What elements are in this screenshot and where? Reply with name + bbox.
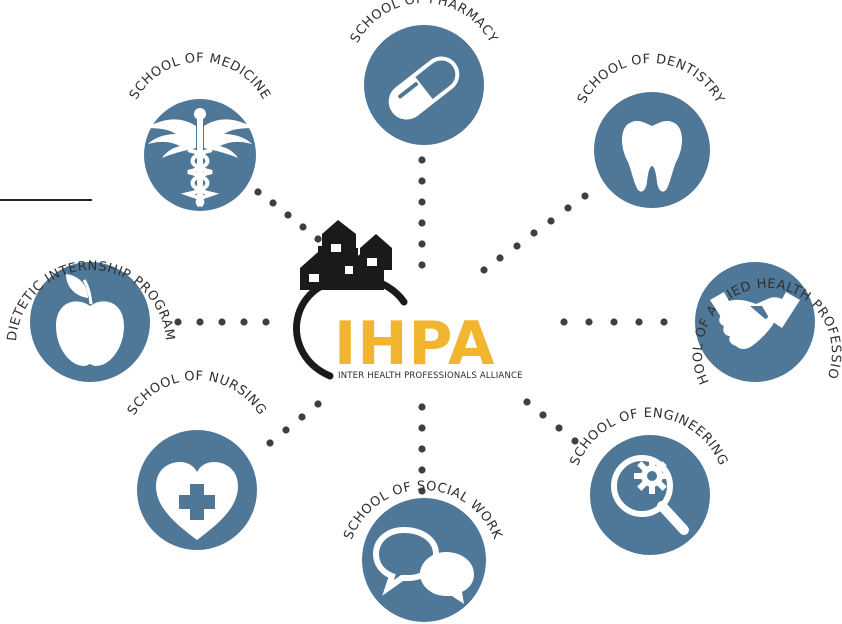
- heart-cross-icon: [156, 462, 238, 540]
- caduceus-icon: [146, 108, 254, 208]
- node-school-of-social-work: SCHOOL OF SOCIAL WORK: [341, 479, 504, 622]
- node-dietetic-internship-program: DIETETIC INTERNSHIP PROGRAM: [5, 259, 176, 382]
- label-school-of-nursing: SCHOOL OF NURSING: [125, 369, 269, 418]
- connector-medicine: [254, 188, 322, 243]
- connector-pharmacy: [418, 156, 426, 269]
- tooth-icon: [622, 120, 682, 192]
- label-school-of-nursing-text: SCHOOL OF NURSING: [125, 369, 269, 418]
- speech-bubbles-icon: [372, 526, 474, 604]
- connector-social-work: [418, 403, 426, 495]
- apple-icon: [56, 274, 124, 366]
- node-school-of-pharmacy: SCHOOL OF PHARMACY: [348, 0, 500, 145]
- node-school-of-engineering: SCHOOL OF ENGINEERING: [568, 406, 730, 555]
- ihpa-logo: IHPA INTER HEALTH PROFESSIONALS ALLIANCE: [293, 220, 523, 381]
- label-school-of-medicine-text: SCHOOL OF MEDICINE: [127, 51, 273, 102]
- connector-allied: [560, 318, 668, 326]
- node-school-of-nursing: SCHOOL OF NURSING: [125, 369, 269, 550]
- ihpa-full-name: INTER HEALTH PROFESSIONALS ALLIANCE: [338, 371, 523, 381]
- handshake-icon: [710, 292, 800, 349]
- node-school-of-dentistry: SCHOOL OF DENTISTRY: [575, 52, 726, 208]
- connector-engineering: [523, 398, 579, 445]
- connector-dietetic: [174, 318, 270, 326]
- node-school-of-medicine: SCHOOL OF MEDICINE: [127, 51, 273, 211]
- connector-nursing: [266, 400, 322, 447]
- ihpa-acronym: IHPA: [334, 309, 495, 379]
- label-school-of-medicine: SCHOOL OF MEDICINE: [127, 51, 273, 102]
- connector-dentistry: [480, 192, 589, 274]
- logo-swoosh: [293, 274, 408, 380]
- magnifier-gear-icon: [611, 455, 689, 535]
- pill-capsule-icon: [388, 56, 460, 120]
